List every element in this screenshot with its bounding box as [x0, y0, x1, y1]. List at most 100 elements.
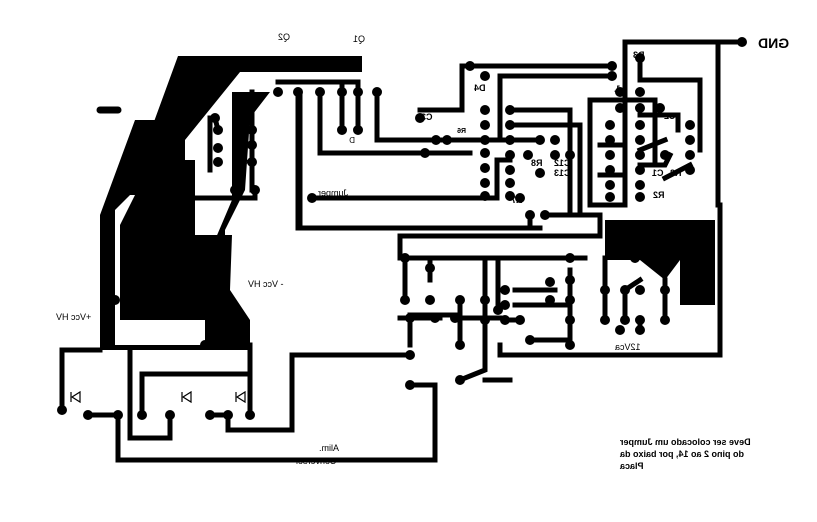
label-c3: C3	[421, 112, 433, 122]
label-c: C	[243, 142, 248, 149]
label-jumper: Jumper	[318, 188, 348, 198]
solder-pad	[425, 295, 435, 305]
label-r6: R6	[457, 128, 466, 135]
solder-pad	[515, 193, 525, 203]
label-alim: Alim.	[319, 443, 339, 453]
label-d-q1: D	[349, 136, 355, 145]
label-j: J.	[614, 84, 622, 94]
solder-pad	[605, 180, 615, 190]
solder-pad	[337, 87, 347, 97]
solder-pad	[540, 210, 550, 220]
solder-pad	[157, 205, 167, 215]
solder-pad	[523, 150, 533, 160]
solder-pad	[113, 410, 123, 420]
label-c: C	[177, 192, 182, 199]
solder-pad	[635, 315, 645, 325]
solder-pad	[415, 113, 425, 123]
label-c: C	[243, 159, 248, 166]
solder-pad	[157, 240, 167, 250]
solder-pad	[405, 350, 415, 360]
solder-pad	[500, 300, 510, 310]
solder-pad	[405, 313, 415, 323]
solder-pad	[455, 340, 465, 350]
solder-pad	[545, 295, 555, 305]
solder-pad	[157, 160, 167, 170]
solder-pad	[635, 285, 645, 295]
solder-pad	[607, 71, 617, 81]
solder-pad	[315, 87, 325, 97]
solder-pad	[635, 180, 645, 190]
label-gnd: GND	[758, 35, 789, 51]
solder-pad	[83, 410, 93, 420]
label-c2: C2	[664, 111, 676, 121]
solder-pad	[565, 275, 575, 285]
pour-mid-column	[210, 92, 270, 350]
arrow-left-icon	[124, 208, 142, 242]
solder-pad	[565, 150, 575, 160]
solder-pad	[535, 168, 545, 178]
solder-pad	[500, 285, 510, 295]
solder-pad	[505, 150, 515, 160]
label-c1: C1	[652, 168, 664, 178]
label-d4: D4	[474, 83, 486, 93]
solder-pad	[480, 120, 490, 130]
solder-pad	[480, 315, 490, 325]
solder-pad	[337, 125, 347, 135]
solder-pad	[353, 125, 363, 135]
solder-pad	[565, 315, 575, 325]
solder-pad	[480, 163, 490, 173]
c-labels: C C C C C C C C C	[140, 122, 248, 272]
note-line-1: Deve ser colocado um Jumper	[620, 437, 751, 447]
jumper-note: Deve ser colocado um Jumper do pino 2 ao…	[620, 436, 772, 472]
solder-pad	[620, 285, 630, 295]
solder-pad	[600, 285, 610, 295]
solder-pad	[600, 315, 610, 325]
solder-pad	[635, 325, 645, 335]
solder-pad	[137, 410, 147, 420]
label-c13: C13	[554, 168, 571, 178]
solder-pad	[480, 135, 490, 145]
solder-pad	[545, 277, 555, 287]
solder-pad	[140, 240, 150, 250]
label-r8: R8	[531, 158, 543, 168]
solder-pad	[200, 340, 210, 350]
solder-pad	[635, 120, 645, 130]
solder-pad	[655, 253, 665, 263]
solder-pad	[225, 340, 235, 350]
solder-pad	[605, 120, 615, 130]
solder-pad	[605, 150, 615, 160]
solder-pad	[465, 61, 475, 71]
solder-pad	[660, 150, 670, 160]
solder-pad	[660, 285, 670, 295]
label-r7: R7	[511, 195, 523, 205]
solder-pad	[605, 192, 615, 202]
solder-pad	[205, 410, 215, 420]
solder-pad	[615, 325, 625, 335]
solder-pad	[213, 125, 223, 135]
solder-pad	[480, 71, 490, 81]
solder-pad	[140, 275, 150, 285]
solder-pad	[635, 53, 645, 63]
label-r3: R3	[670, 168, 682, 178]
solder-pad	[493, 305, 503, 315]
solder-pad	[247, 157, 257, 167]
solder-pad	[137, 160, 147, 170]
solder-pad	[430, 313, 440, 323]
solder-pad	[480, 295, 490, 305]
label-vcc-minus: - Vcc HV	[248, 279, 284, 289]
label-c: C	[158, 192, 163, 199]
solder-pad	[525, 335, 535, 345]
solder-pad	[273, 87, 283, 97]
solder-pad	[165, 410, 175, 420]
solder-pad	[177, 160, 187, 170]
solder-pad	[500, 315, 510, 325]
solder-pad	[247, 140, 257, 150]
label-c12: C12	[554, 158, 571, 168]
solder-pad	[400, 253, 410, 263]
solder-pad	[505, 105, 515, 115]
solder-pad	[293, 87, 303, 97]
solder-pad	[525, 210, 535, 220]
solder-pad	[635, 87, 645, 97]
solder-pad	[223, 410, 233, 420]
